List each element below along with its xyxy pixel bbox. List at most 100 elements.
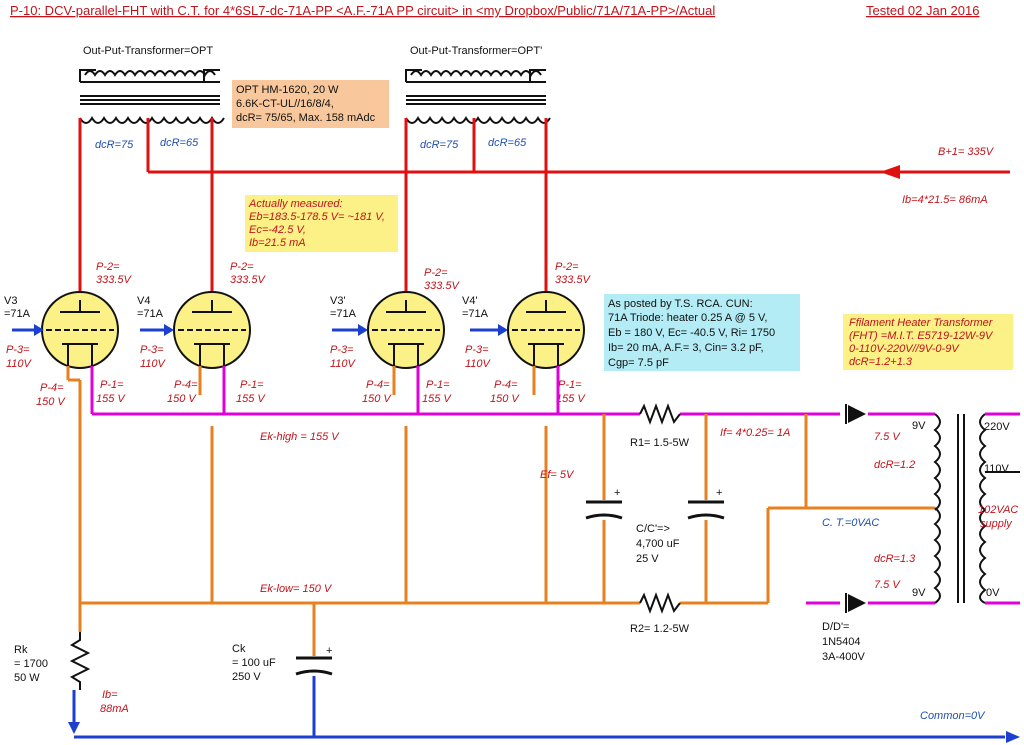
opt-left-transformer (79, 69, 225, 124)
common-label: Common=0V (920, 710, 986, 722)
v4p-p4-label: P-4= (494, 379, 518, 391)
svg-text:+: + (716, 487, 722, 499)
rca-spec-box (604, 294, 800, 371)
v4-p4-label: P-4= (174, 379, 198, 391)
measured-line-1: Actually measured: (248, 198, 343, 210)
v220-label: 220V (984, 421, 1010, 433)
lower-7v5-label: 7.5 V (874, 579, 901, 591)
v4-p3-value: 110V (140, 358, 167, 370)
opt-spec-line-1: OPT HM-1620, 20 W (236, 84, 339, 96)
rca-line-1: As posted by T.S. RCA. CUN: (608, 298, 753, 310)
v0-label: 0V (986, 587, 1000, 599)
opt-spec-line-2: 6.6K-CT-UL//16/8/4, (236, 98, 334, 110)
measured-line-2: Eb=183.5-178.5 V= ~181 V, (249, 211, 385, 223)
bplus-label: B+1= 335V (938, 146, 995, 158)
supply-label-1: 102VAC (978, 504, 1018, 516)
v3-p2-label: P-2= (96, 261, 120, 273)
dcr-1-2-label: dcR=1.2 (874, 459, 915, 471)
diode-label-3: 3A-400V (822, 651, 865, 663)
cathode-wires (66, 366, 935, 605)
r1-resistor (639, 403, 681, 425)
v4p-p3-label: P-3= (465, 344, 489, 356)
ck-label-1: Ck (232, 643, 246, 655)
opt-left-label: Out-Put-Transformer=OPT (83, 45, 213, 57)
bplus-arrow-icon (880, 165, 900, 179)
ef-label: Ef= 5V (540, 469, 575, 481)
tube-v3-type: =71A (4, 308, 31, 320)
common-arrow-icon (1006, 731, 1020, 743)
rca-line-3: Eb = 180 V, Ec= -40.5 V, Ri= 1750 (608, 327, 775, 339)
diode-upper-icon (845, 404, 866, 424)
v110-label: 110V (984, 463, 1010, 475)
rk-label-2: = 1700 (14, 658, 48, 670)
ck-label-3: 250 V (232, 671, 261, 683)
v4-p4-value: 150 V (167, 393, 197, 405)
rk-resistor (69, 632, 91, 690)
total-current-label: Ib=4*21.5= 86mA (902, 194, 988, 206)
v4p-p3-value: 110V (465, 358, 492, 370)
opt-left-dcr-65: dcR=65 (160, 137, 199, 149)
r2-resistor (639, 592, 681, 614)
diode-lower-icon (845, 593, 866, 613)
dcr-1-3-label: dcR=1.3 (874, 553, 916, 565)
v3-p1-value: 155 V (96, 393, 126, 405)
v3p-p1-value: 155 V (422, 393, 452, 405)
v3-p1-label: P-1= (100, 379, 124, 391)
v3-p4-value: 150 V (36, 396, 66, 408)
tube-v4p-type: =71A (462, 308, 489, 320)
opt-spec-line-3: dcR= 75/65, Max. 158 mAdc (236, 112, 376, 124)
opt-spec-box (232, 80, 389, 128)
r1-label: R1= 1.5-5W (630, 437, 690, 449)
fht-line-3: 0-110V-220V//9V-0-9V (849, 343, 960, 355)
page-title: P-10: DCV-parallel-FHT with C.T. for 4*6… (10, 3, 715, 18)
v4-p2-label: P-2= (230, 261, 254, 273)
upper-9v-label: 9V (912, 420, 926, 432)
diode-label-2: 1N5404 (822, 636, 861, 648)
ib-arrow-icon (68, 722, 80, 734)
cap-label-1: C/C'=> (636, 523, 670, 535)
v4p-p1-label: P-1= (558, 379, 582, 391)
opt-right-dcr-65: dcR=65 (488, 137, 527, 149)
v3p-p4-label: P-4= (366, 379, 390, 391)
fht-line-4: dcR=1.2+1.3 (849, 356, 913, 368)
v4-p2-value: 333.5V (230, 274, 267, 286)
v4-p1-value: 155 V (236, 393, 266, 405)
upper-7v5-label: 7.5 V (874, 431, 901, 443)
fht-box (843, 314, 1013, 370)
rca-line-4: Ib= 20 mA, A.F.= 3, Cin= 3.2 pF, (608, 342, 764, 354)
v3p-p3-value: 110V (330, 358, 357, 370)
tube-v3 (41, 291, 119, 369)
if-label: If= 4*0.25= 1A (720, 427, 790, 439)
ek-high-label: Ek-high = 155 V (260, 431, 340, 443)
opt-right-label: Out-Put-Transformer=OPT' (410, 45, 542, 57)
rca-line-2: 71A Triode: heater 0.25 A @ 5 V, (608, 312, 767, 324)
tube-v3p-type: =71A (330, 308, 357, 320)
opt-right-transformer (405, 69, 551, 124)
v3p-p4-value: 150 V (362, 393, 392, 405)
tube-v4-type: =71A (137, 308, 164, 320)
rca-line-5: Cgp= 7.5 pF (608, 357, 669, 369)
cap-label-3: 25 V (636, 553, 659, 565)
v4p-p2-label: P-2= (555, 261, 579, 273)
v3-p2-value: 333.5V (96, 274, 133, 286)
measured-box (245, 195, 398, 252)
measured-line-3: Ec=-42.5 V, (249, 224, 306, 236)
v3-p3-value: 110V (6, 358, 33, 370)
cap-ck: + (295, 645, 333, 676)
ek-low-label: Ek-low= 150 V (260, 583, 333, 595)
svg-text:+: + (326, 645, 332, 657)
tube-v4-name: V4 (137, 295, 150, 307)
v3-p4-label: P-4= (40, 382, 64, 394)
v4-p3-label: P-3= (140, 344, 164, 356)
v4-p1-label: P-1= (240, 379, 264, 391)
grid-input-arrows (12, 324, 508, 336)
tube-v3-prime (367, 291, 445, 369)
tested-date: Tested 02 Jan 2016 (866, 3, 979, 18)
cap-label-2: 4,700 uF (636, 538, 680, 550)
v3p-p2-label: P-2= (424, 267, 448, 279)
measured-line-4: Ib=21.5 mA (249, 237, 306, 249)
supply-label-2: supply (980, 518, 1013, 530)
ck-label-2: = 100 uF (232, 657, 276, 669)
opt-left-dcr-75: dcR=75 (95, 139, 134, 151)
